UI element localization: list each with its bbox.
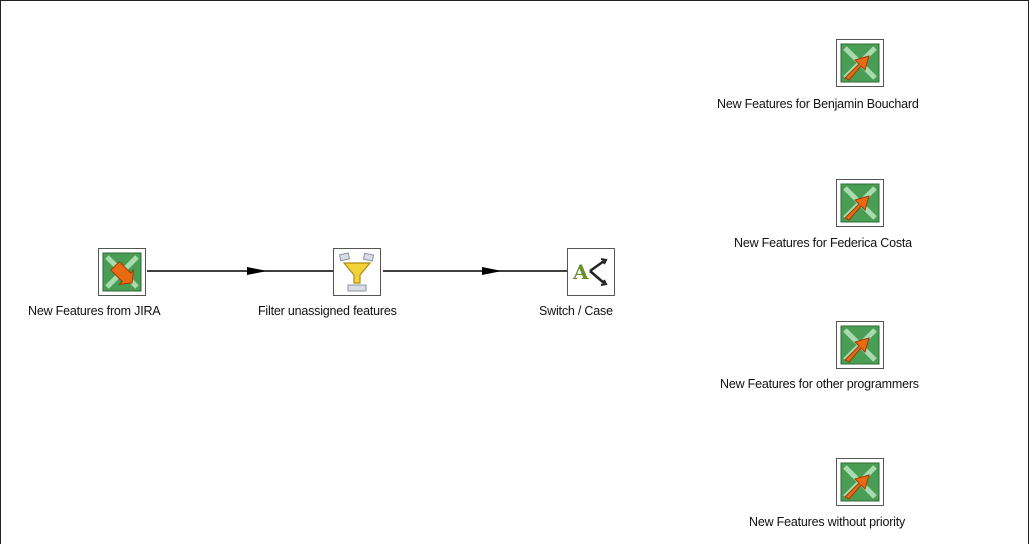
label-filter-rows: Filter unassigned features: [258, 304, 397, 318]
excel-output-icon: [836, 39, 884, 87]
filter-rows-icon: [333, 248, 381, 296]
step-excel-input[interactable]: [98, 248, 146, 296]
switch-case-icon: A: [567, 248, 615, 296]
label-output-nopriority: New Features without priority: [749, 515, 906, 529]
step-output-federica[interactable]: [836, 179, 884, 227]
step-switch-case[interactable]: A: [567, 248, 615, 296]
excel-output-icon: [836, 321, 884, 369]
step-filter-rows[interactable]: [333, 248, 381, 296]
step-output-other[interactable]: [836, 321, 884, 369]
label-output-other: New Features for other programmers: [720, 377, 919, 391]
hop-arrow-1: [247, 267, 267, 275]
excel-output-icon: [836, 179, 884, 227]
hop-arrow-2: [482, 267, 502, 275]
label-excel-input: New Features from JIRA: [28, 304, 161, 318]
svg-text:A: A: [572, 260, 589, 284]
label-switch-case: Switch / Case: [539, 304, 613, 318]
excel-input-icon: [98, 248, 146, 296]
step-output-benjamin[interactable]: [836, 39, 884, 87]
label-output-benjamin: New Features for Benjamin Bouchard: [717, 97, 919, 111]
step-output-nopriority[interactable]: [836, 458, 884, 506]
excel-output-icon: [836, 458, 884, 506]
label-output-federica: New Features for Federica Costa: [734, 236, 912, 250]
